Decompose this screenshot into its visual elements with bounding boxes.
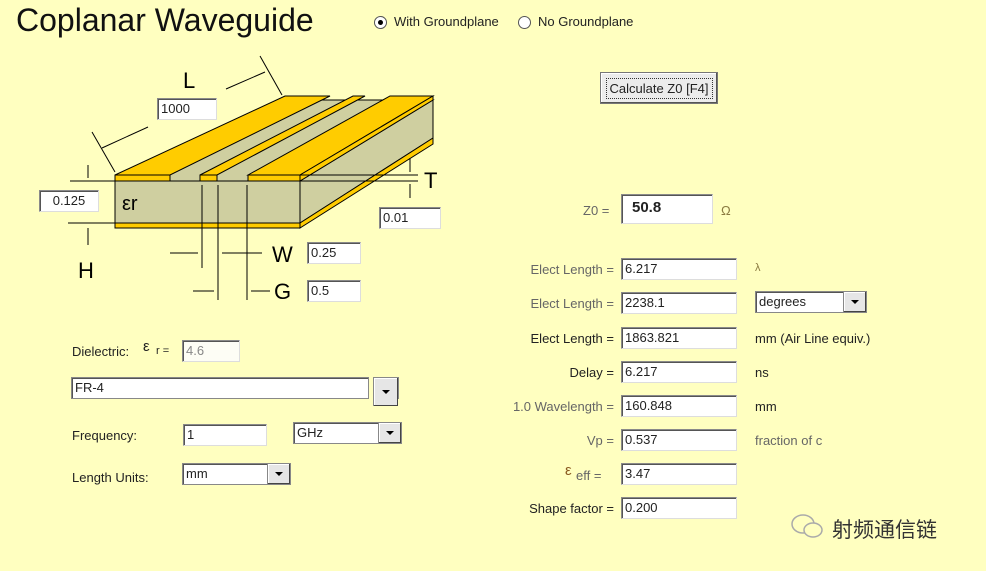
er-sub: r =	[156, 345, 170, 357]
L-label: L	[183, 68, 195, 93]
dielectric-dropdown-button[interactable]	[373, 377, 399, 406]
eff-label: eff =	[576, 468, 602, 483]
length-units-select[interactable]: mm	[182, 463, 291, 485]
length-units-value: mm	[186, 466, 208, 481]
eff-epsilon-symbol: ε	[565, 462, 572, 479]
gap-input[interactable]: 0.5	[307, 280, 361, 302]
elect-length-wavelengths-value: 6.217	[621, 258, 737, 280]
er-label: εr	[122, 193, 138, 215]
ohm-unit: Ω	[721, 203, 731, 218]
z0-label: Z0 =	[583, 203, 610, 218]
H-label: H	[78, 258, 94, 283]
frequency-input[interactable]: 1	[183, 424, 267, 446]
with-groundplane-radio[interactable]	[374, 16, 387, 29]
delay-value: 6.217	[621, 361, 737, 383]
z0-value: 50.8	[621, 194, 713, 224]
chevron-down-icon[interactable]	[843, 292, 866, 312]
dielectric-label: Dielectric:	[72, 344, 130, 359]
no-groundplane-label[interactable]: No Groundplane	[538, 14, 634, 29]
lambda-unit: λ	[755, 262, 761, 274]
airline-unit: mm (Air Line equiv.)	[755, 331, 871, 346]
no-groundplane-radio[interactable]	[518, 16, 531, 29]
angle-unit-value: degrees	[759, 294, 806, 309]
thickness-input[interactable]: 0.01	[379, 207, 441, 229]
elect-length-airline-value: 1863.821	[621, 327, 737, 349]
width-input[interactable]: 0.25	[307, 242, 361, 264]
T-label: T	[424, 168, 437, 193]
W-label: W	[272, 242, 293, 267]
er-value-field: 4.6	[182, 340, 240, 362]
frequency-label: Frequency:	[72, 428, 138, 443]
elect-length-wavelengths-label: Elect Length =	[530, 262, 614, 277]
watermark-text: 射频通信链	[832, 518, 937, 542]
wavelength-value: 160.848	[621, 395, 737, 417]
angle-unit-select[interactable]: degrees	[755, 291, 867, 313]
chevron-down-icon[interactable]	[378, 423, 401, 443]
frequency-unit-select[interactable]: GHz	[293, 422, 402, 444]
dielectric-material-value: FR-4	[75, 380, 104, 395]
with-groundplane-label[interactable]: With Groundplane	[394, 14, 499, 29]
elect-length-degrees-value: 2238.1	[621, 292, 737, 314]
frequency-unit-value: GHz	[297, 425, 323, 440]
elect-length-degrees-label: Elect Length =	[530, 296, 614, 311]
delay-label: Delay =	[569, 365, 614, 380]
page-title: Coplanar Waveguide	[16, 2, 314, 38]
dielectric-front	[114, 180, 301, 224]
er-symbol: ε	[143, 338, 150, 355]
vp-unit: fraction of c	[755, 433, 823, 448]
vp-value: 0.537	[621, 429, 737, 451]
waveguide-diagram: L T H W G εr	[68, 55, 437, 304]
calculate-z0-button[interactable]: Calculate Z0 [F4]	[600, 72, 718, 104]
ground-plane-front	[114, 222, 301, 229]
chevron-down-icon[interactable]	[267, 464, 290, 484]
length-input[interactable]: 1000	[157, 98, 217, 120]
wechat-icon	[790, 513, 824, 539]
shape-factor-value: 0.200	[621, 497, 737, 519]
height-input[interactable]: 0.125	[39, 190, 99, 212]
elect-length-airline-label: Elect Length =	[530, 331, 614, 346]
eff-value: 3.47	[621, 463, 737, 485]
vp-label: Vp =	[586, 433, 614, 448]
delay-unit: ns	[755, 365, 769, 380]
wavelength-label: 1.0 Wavelength =	[512, 399, 614, 414]
calculate-z0-label: Calculate Z0 [F4]	[605, 77, 713, 99]
shape-factor-label: Shape factor =	[529, 501, 614, 516]
chevron-down-icon	[373, 378, 398, 406]
G-label: G	[274, 279, 291, 304]
ground-plane-side	[299, 137, 434, 229]
length-units-label: Length Units:	[72, 470, 149, 485]
dielectric-material-select[interactable]: FR-4	[71, 377, 369, 399]
wavelength-unit: mm	[755, 399, 777, 414]
